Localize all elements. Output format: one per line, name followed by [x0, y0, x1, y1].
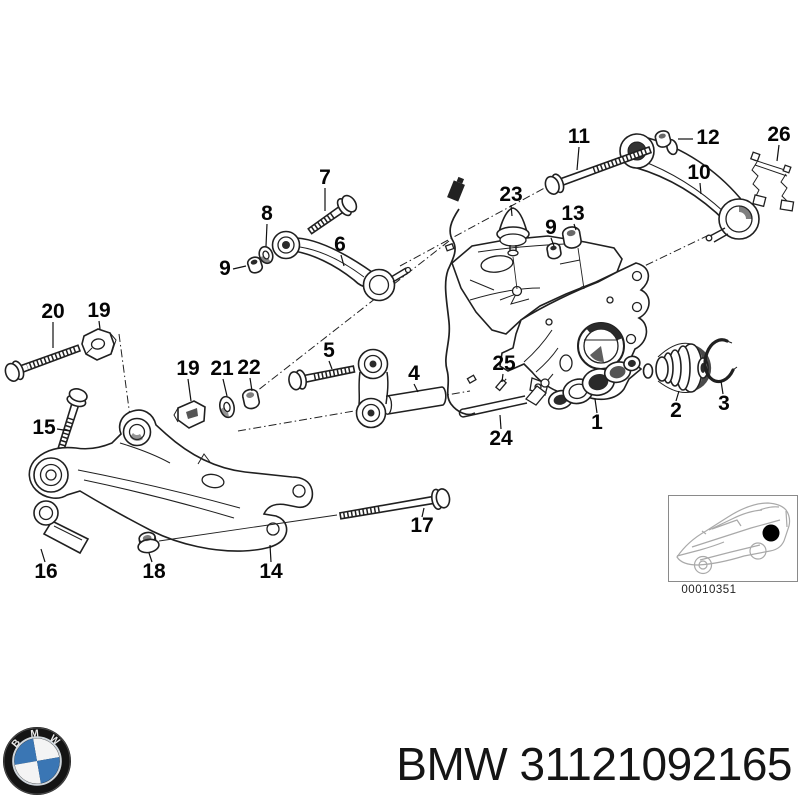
leader-line-2 — [675, 390, 680, 402]
leader-line-19 — [187, 378, 192, 402]
part-label-23: 23 — [499, 183, 522, 206]
nut-13-axis — [577, 247, 585, 290]
part-label-19: 19 — [87, 299, 110, 322]
bolt-20 — [4, 344, 82, 382]
part-label-2: 2 — [670, 399, 682, 422]
part-label-4: 4 — [408, 362, 420, 385]
abs-sensor-24 — [444, 176, 554, 418]
bmw-logo: B M W — [3, 727, 71, 795]
part-label-7: 7 — [319, 166, 331, 189]
part-label-18: 18 — [142, 560, 166, 583]
logo-letter-m: M — [30, 728, 39, 740]
pin-16 — [33, 500, 90, 555]
bolt-17 — [339, 488, 451, 520]
leader-line-16 — [40, 548, 46, 563]
leader-line-18 — [148, 552, 153, 563]
nut-22 — [241, 388, 260, 410]
leader-line-9 — [232, 265, 247, 270]
leader-line-11 — [576, 146, 580, 171]
part-label-20: 20 — [41, 300, 64, 323]
bolt-7 — [307, 194, 358, 235]
part-label-13: 13 — [561, 202, 584, 225]
thumbnail-code: 00010351 — [681, 584, 736, 596]
pin-4-sleeve — [382, 386, 447, 415]
part-label-10: 10 — [687, 161, 710, 184]
part-label-3: 3 — [718, 392, 730, 415]
logo-silver-ring — [12, 736, 62, 786]
leader-line-6 — [340, 254, 345, 267]
wear-indicator-clips-26 — [749, 151, 795, 212]
leader-line-21 — [222, 378, 228, 397]
part-label-14: 14 — [259, 560, 283, 583]
leader-line-17 — [421, 507, 425, 518]
cap-23 — [496, 207, 530, 290]
part-label-15: 15 — [32, 416, 56, 439]
part-label-25: 25 — [492, 352, 516, 375]
washer-8 — [258, 245, 274, 265]
part-label-9: 9 — [219, 257, 231, 280]
leader-line-3 — [720, 380, 724, 395]
leader-line-23 — [510, 204, 513, 217]
bracket-19-lower — [173, 400, 206, 429]
leader-line-5 — [328, 360, 333, 370]
bolt-15 — [57, 388, 88, 451]
nut-13 — [561, 226, 582, 249]
bracket-19-upper — [81, 328, 117, 361]
part-label-22: 22 — [237, 356, 260, 379]
part-label-6: 6 — [334, 233, 346, 256]
leader-line-22 — [249, 377, 253, 392]
part-label-19: 19 — [176, 357, 199, 380]
part-label-17: 17 — [410, 514, 433, 537]
leader-line-15 — [56, 428, 71, 432]
integral-link-4 — [355, 348, 389, 429]
nut-18 — [137, 531, 160, 554]
wheel-carrier-1 — [451, 235, 650, 410]
nut-12 — [654, 130, 679, 156]
leader-line-19 — [98, 320, 101, 330]
leader-line-10 — [699, 182, 702, 195]
part-label-24: 24 — [489, 427, 513, 450]
bolt-11 — [544, 145, 653, 195]
control-arm-6 — [271, 230, 412, 302]
leader-line-4 — [413, 383, 419, 393]
leader-line-1 — [594, 398, 598, 414]
leader-line-25 — [501, 373, 504, 383]
part-label-5: 5 — [323, 339, 335, 362]
trailing-arm-14 — [28, 409, 314, 552]
cv-joint-2 — [642, 342, 712, 393]
snap-ring-3 — [703, 338, 738, 384]
part-label-9: 9 — [545, 216, 557, 239]
clip-25 — [494, 378, 508, 392]
car-thumbnail: 00010351 — [668, 495, 798, 596]
part-label-1: 1 — [591, 411, 603, 434]
bolt-5 — [288, 365, 356, 391]
leader-line-26 — [776, 144, 780, 162]
part-label-16: 16 — [34, 560, 57, 583]
part-label-26: 26 — [767, 123, 790, 146]
leader-line-14 — [269, 544, 272, 563]
bolt-17-axis — [158, 514, 338, 542]
part-label-21: 21 — [210, 357, 234, 380]
part-label-11: 11 — [568, 125, 591, 148]
nut-9-arm6 — [246, 256, 264, 274]
leader-line-9 — [550, 237, 555, 247]
leader-line-8 — [265, 223, 268, 247]
part-label-8: 8 — [261, 202, 273, 225]
location-highlight-dot — [762, 524, 780, 542]
leader-line-13 — [573, 223, 577, 231]
part-number-title: BMW 31121092165 — [396, 738, 792, 790]
part-label-12: 12 — [696, 126, 719, 149]
logo-quadrants — [14, 738, 60, 784]
leader-line-24 — [499, 414, 502, 430]
washer-21 — [219, 395, 235, 419]
